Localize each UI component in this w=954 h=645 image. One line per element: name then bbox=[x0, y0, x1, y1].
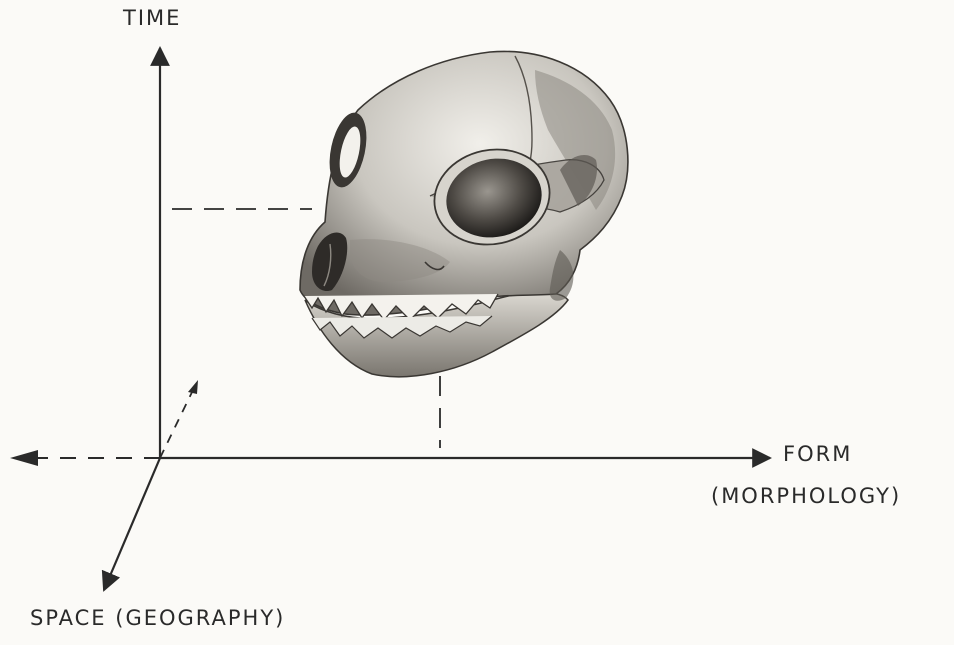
space-axis bbox=[104, 458, 160, 590]
skull-illustration bbox=[300, 51, 628, 376]
space-axis-negative-dashed bbox=[160, 388, 194, 458]
form-axis-label: FORM bbox=[783, 442, 852, 466]
space-axis-label: SPACE (GEOGRAPHY) bbox=[30, 606, 285, 630]
form-axis-negative-arrowhead bbox=[10, 450, 38, 466]
time-axis-label: TIME bbox=[123, 6, 181, 30]
form-axis-sublabel: (MORPHOLOGY) bbox=[711, 484, 901, 508]
space-axis-negative-arrowhead bbox=[188, 380, 198, 394]
